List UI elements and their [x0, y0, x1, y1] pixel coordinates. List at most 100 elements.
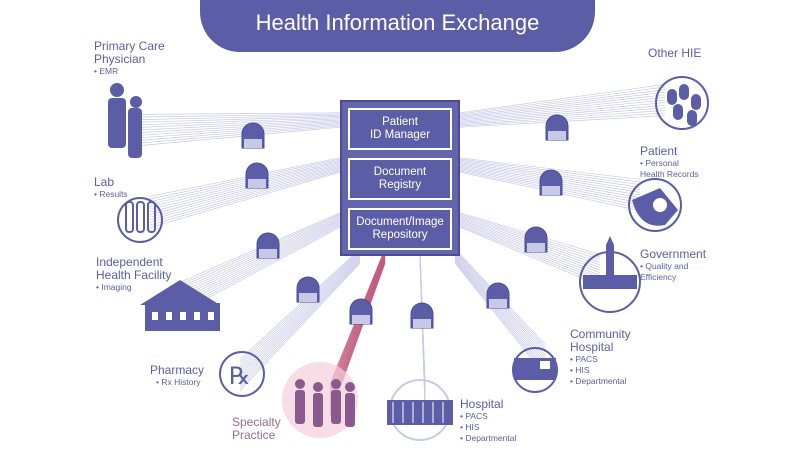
connector-line [149, 163, 341, 210]
capsule-window [244, 139, 262, 148]
connector-line [454, 258, 546, 366]
connector-line [174, 222, 341, 306]
hie-capsule-icon [691, 94, 701, 110]
capsule-window [542, 186, 560, 195]
connector-hospital [419, 248, 426, 411]
connector-line [139, 118, 341, 128]
node-name: Community Hospital [570, 327, 631, 354]
connector-line [139, 126, 341, 146]
node-name: Other HIE [648, 46, 702, 60]
capsule-government [524, 226, 548, 253]
connector-line [149, 171, 341, 228]
node-label-other-hie: Other HIE [648, 47, 701, 60]
capsule-community [486, 282, 510, 309]
rx-icon: ℞ [229, 364, 251, 390]
connector-line [149, 158, 341, 200]
node-name: Pharmacy [150, 363, 205, 377]
connector-line [459, 84, 666, 114]
connector-line [459, 102, 666, 122]
node-name: Hospital [460, 397, 504, 411]
connector-line [459, 94, 666, 118]
patient-icon-ring [628, 178, 682, 232]
connector-line [459, 224, 601, 281]
connector-line [459, 225, 601, 284]
node-label-hospital: Hospital • PACS • HIS • Departmental [460, 398, 516, 444]
connector-line [149, 170, 341, 226]
hub-box-label: Document/Image Repository [356, 216, 444, 241]
connector-line [239, 255, 361, 376]
hub-box-label: Document Registry [373, 166, 427, 191]
connector-line [454, 262, 546, 376]
connector-line [239, 261, 361, 389]
community-icon-ring [512, 347, 558, 393]
connector-line [459, 89, 666, 116]
node-label-pharmacy: Pharmacy • Rx History [150, 364, 204, 388]
title-banner [200, 0, 595, 52]
connector-line [149, 168, 341, 221]
capsule-independent [256, 232, 280, 259]
connector-line [174, 223, 341, 309]
house-window-icon [194, 312, 200, 320]
house-window-icon [166, 312, 172, 320]
connector-community [454, 248, 546, 376]
hospital-building-icon [387, 400, 453, 425]
node-name: Primary Care Physician [94, 39, 165, 66]
capsule-window [352, 315, 370, 324]
test-tube-icon [125, 201, 134, 233]
connector-line [239, 260, 361, 386]
node-label-independent: Independent Health Facility • Imaging [96, 256, 171, 293]
node-name: Lab [94, 175, 115, 189]
connector-line [149, 161, 341, 205]
connector-pharmacy [239, 248, 361, 391]
connector-line [454, 260, 546, 371]
connector-line [149, 167, 341, 218]
node-item: • HIS [570, 365, 590, 375]
connector-line [149, 164, 341, 213]
connector-line [239, 256, 361, 378]
physician-body-icon [108, 98, 126, 148]
connector-line [459, 97, 666, 120]
connector-line [459, 91, 666, 117]
connector-line [149, 162, 341, 208]
connector-line [149, 157, 341, 197]
house-window-icon [208, 312, 214, 320]
node-item: • Departmental [570, 376, 627, 386]
capsule-window [489, 299, 507, 308]
test-tube-icon [147, 201, 156, 233]
patient-body-icon [128, 108, 142, 158]
capsule-pharmacy [296, 276, 320, 303]
hie-capsule-icon [679, 84, 689, 100]
hie-capsule-icon [687, 110, 697, 126]
node-label-primary-care: Primary Care Physician • EMR [94, 40, 165, 77]
capsule-window [248, 179, 266, 188]
capsule-window [413, 319, 431, 328]
patient-head-icon [130, 96, 142, 108]
connector-line [139, 112, 341, 115]
capsule-window [299, 293, 317, 302]
connector-line [149, 159, 341, 202]
connector-line [454, 261, 546, 374]
connector-line [459, 107, 666, 124]
connector-line [174, 220, 341, 303]
connector-line [239, 250, 361, 365]
connector-line [139, 114, 341, 120]
capsule-specialty [349, 298, 373, 325]
capsule-primary-care [241, 122, 265, 149]
node-item: • EMR [94, 66, 119, 76]
node-name: Specialty Practice [232, 415, 281, 442]
connector-line [139, 123, 341, 139]
node-label-government: Government • Quality and Efficiency [640, 248, 706, 283]
connector-line [149, 165, 341, 215]
connector-line [139, 116, 341, 123]
node-label-patient: Patient • Personal Health Records [640, 145, 699, 180]
page-title: Health Information Exchange [255, 10, 540, 35]
pharmacy-icon-ring [219, 351, 265, 397]
connector-line [139, 120, 341, 133]
person-head-icon [313, 382, 323, 392]
capsule-patient [539, 169, 563, 196]
capsule-window [527, 243, 545, 252]
person-head-icon [331, 379, 341, 389]
patient-id-manager-box: Patient ID Manager [348, 108, 452, 150]
connector-line [454, 256, 546, 363]
node-name: Patient [640, 144, 678, 158]
